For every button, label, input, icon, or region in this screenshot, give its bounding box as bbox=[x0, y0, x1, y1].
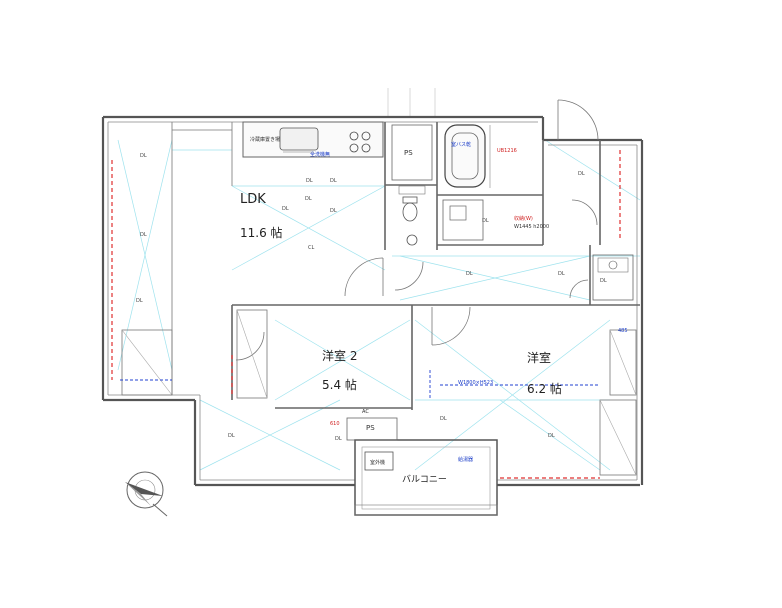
svg-text:DL: DL bbox=[140, 153, 147, 159]
dim-610: 610 bbox=[330, 421, 340, 427]
western2-name: 洋室 2 bbox=[322, 348, 357, 363]
ps-lower-box bbox=[346, 417, 398, 441]
ac-label: AC bbox=[362, 409, 369, 415]
interior-walls bbox=[231, 122, 640, 410]
toilet-area bbox=[398, 185, 426, 246]
western1-size: 6.2 帖 bbox=[527, 381, 562, 396]
svg-text:DL: DL bbox=[482, 218, 489, 224]
dl-markers: DL DL DL DL DL DL DL DL DL DL DL DL DL DL DL DL DL bbox=[136, 153, 607, 442]
wardrobe-label: 収納(W) bbox=[514, 215, 533, 222]
svg-text:DL: DL bbox=[305, 196, 312, 202]
balcony bbox=[354, 439, 498, 516]
bath-window-label: UB1216 bbox=[497, 148, 517, 154]
water-heater-label: 給湯器 bbox=[458, 456, 473, 463]
svg-text:DL: DL bbox=[558, 271, 565, 277]
right-closets bbox=[599, 329, 637, 476]
svg-text:DL: DL bbox=[440, 416, 447, 422]
svg-text:DL: DL bbox=[600, 278, 607, 284]
guide-lines bbox=[117, 139, 641, 471]
door-swings bbox=[235, 99, 599, 361]
western2-closet bbox=[236, 309, 268, 399]
window-dim: W1800×H523 bbox=[458, 380, 493, 386]
ps-lower-label: PS bbox=[366, 424, 375, 432]
svg-text:DL: DL bbox=[228, 433, 235, 439]
ldk-size: 11.6 帖 bbox=[240, 225, 283, 240]
red-dashed-lines bbox=[111, 150, 621, 479]
fridge-label: 冷蔵庫置き場 bbox=[250, 136, 280, 143]
ps-upper-label: PS bbox=[404, 149, 413, 157]
cl-marker: CL bbox=[308, 245, 314, 251]
shoe-storage bbox=[592, 254, 634, 301]
kitchen-counter bbox=[242, 121, 384, 158]
outdoor-unit-label: 室外機 bbox=[370, 459, 385, 466]
svg-text:DL: DL bbox=[136, 298, 143, 304]
outer-walls bbox=[101, 115, 644, 487]
svg-text:DL: DL bbox=[466, 271, 473, 277]
dim-485: 485 bbox=[618, 328, 628, 334]
svg-text:DL: DL bbox=[330, 178, 337, 184]
ldk-name: LDK bbox=[240, 192, 266, 207]
svg-text:DL: DL bbox=[578, 171, 585, 177]
blue-dashed-lines bbox=[120, 370, 600, 400]
washbasin bbox=[442, 199, 484, 241]
ldk-left-storage bbox=[121, 122, 233, 396]
svg-text:DL: DL bbox=[330, 208, 337, 214]
ps-upper-box bbox=[391, 124, 433, 181]
svg-text:DL: DL bbox=[548, 433, 555, 439]
north-arrow-icon bbox=[125, 471, 168, 517]
construction-lines bbox=[387, 88, 436, 118]
western1-name: 洋室 bbox=[527, 350, 551, 365]
wardrobe-dim: W1445 h2000 bbox=[514, 224, 549, 230]
western2-size: 5.4 帖 bbox=[322, 377, 357, 392]
bathtub bbox=[444, 124, 491, 188]
washer-label: 全洗機無 bbox=[310, 151, 330, 158]
svg-text:DL: DL bbox=[306, 178, 313, 184]
svg-text:DL: DL bbox=[282, 206, 289, 212]
svg-text:DL: DL bbox=[140, 232, 147, 238]
balcony-name: バルコニー bbox=[402, 474, 447, 485]
bath-label: 室バス乾 bbox=[451, 141, 471, 148]
svg-text:DL: DL bbox=[335, 436, 342, 442]
